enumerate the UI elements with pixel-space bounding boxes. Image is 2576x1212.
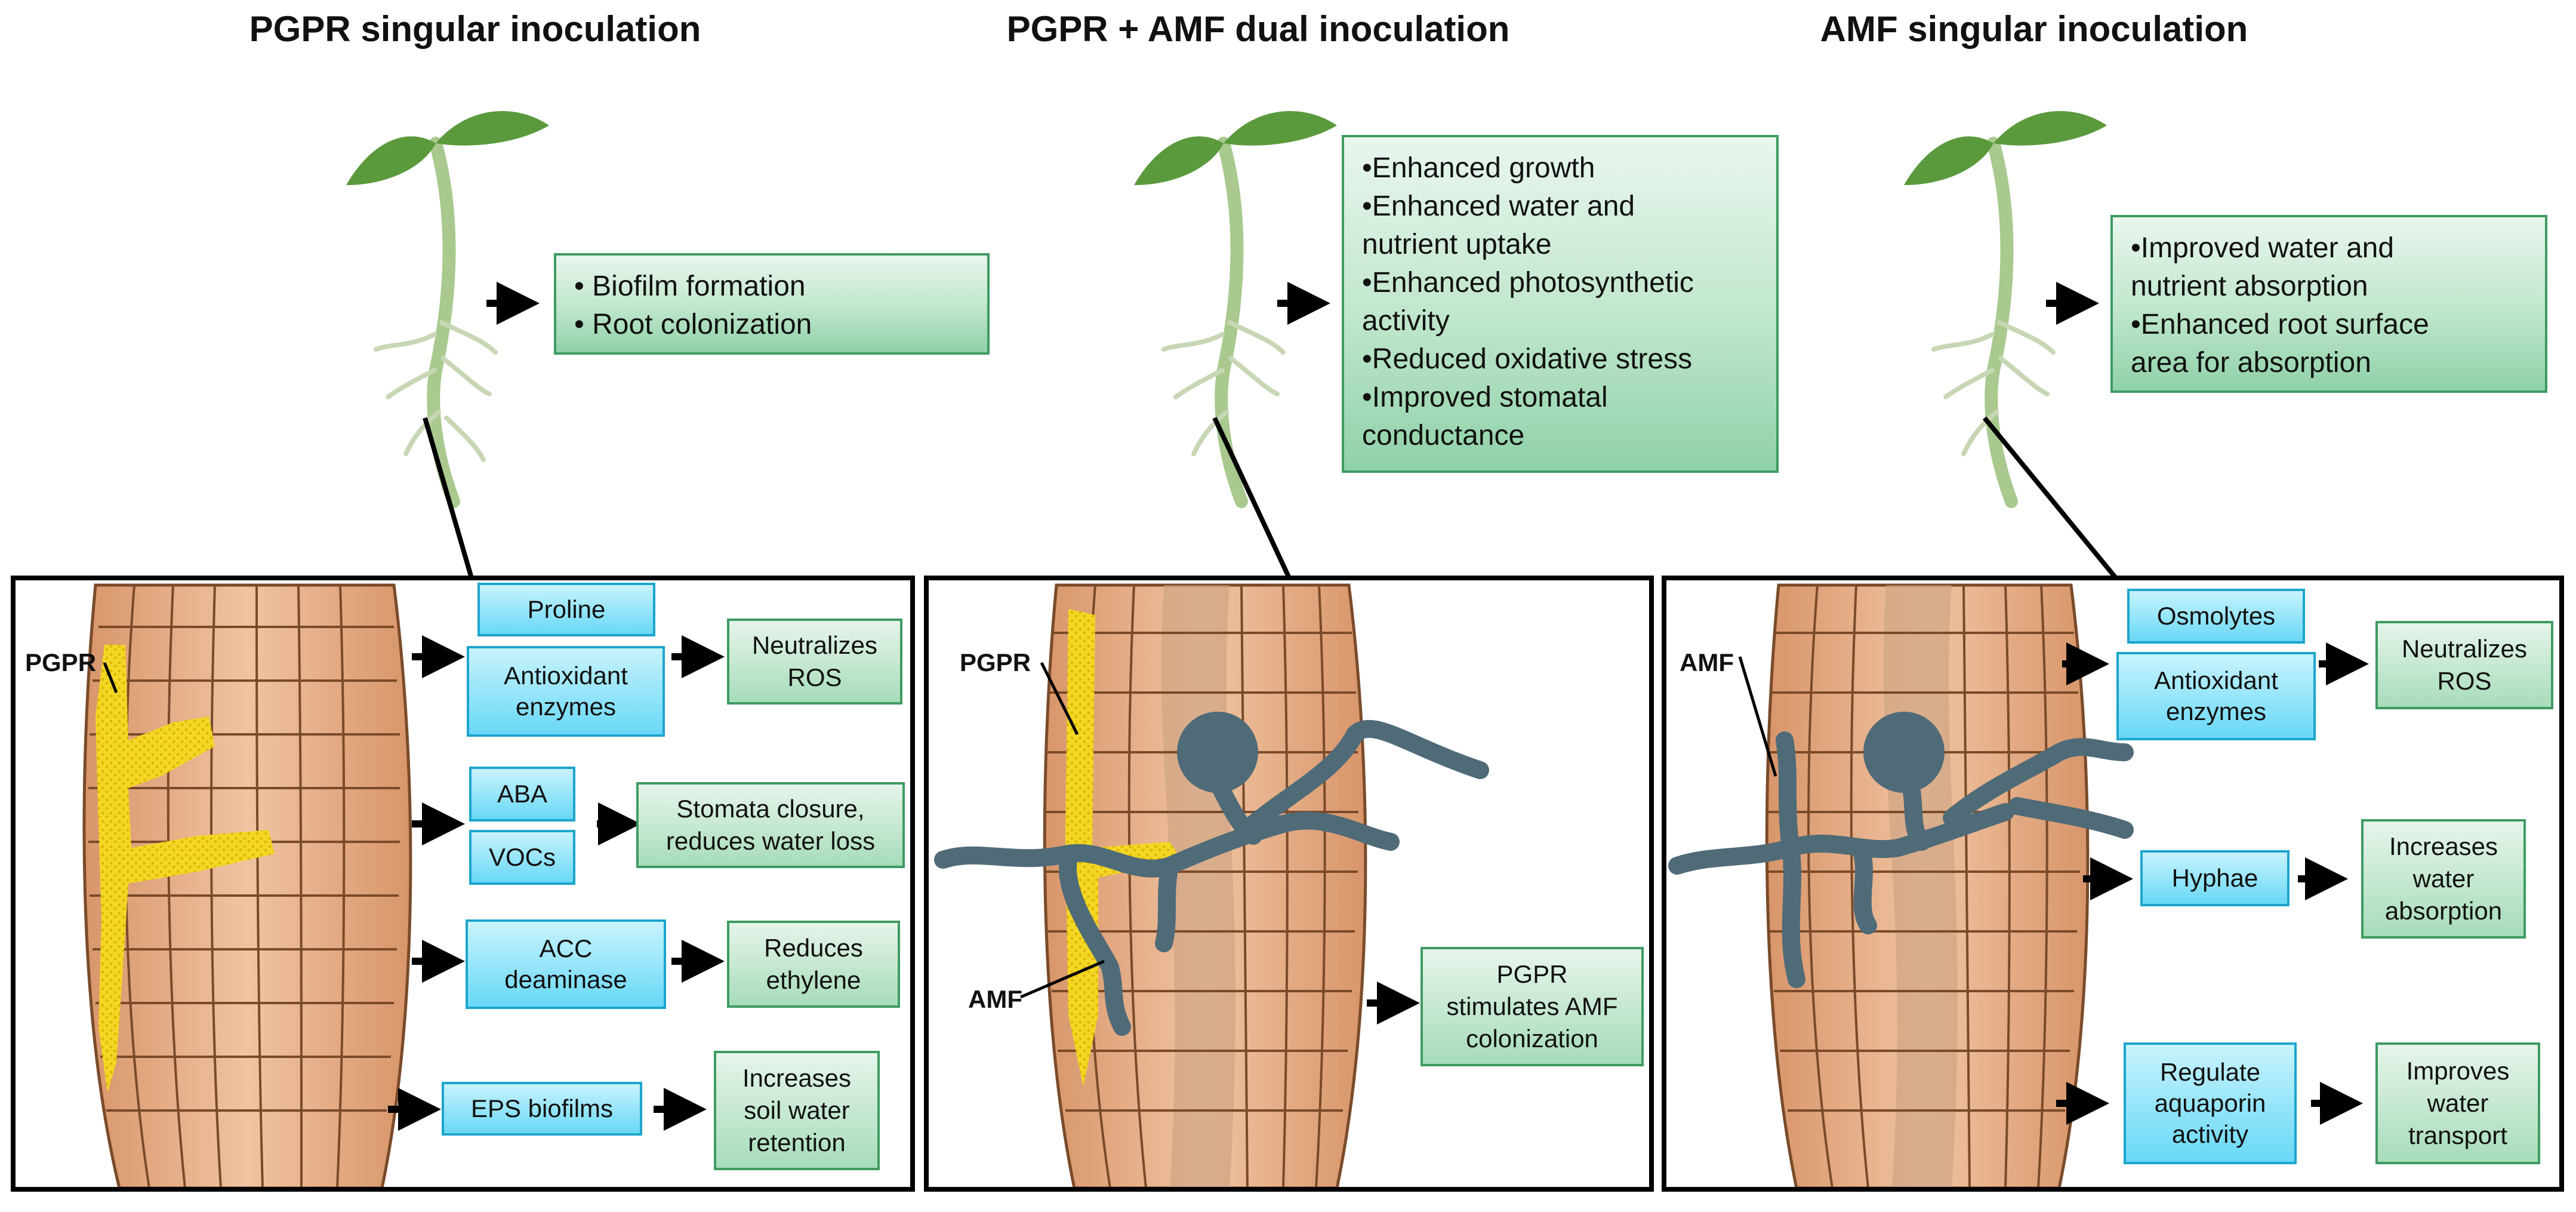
- box-text-line: Neutralizes: [2401, 635, 2528, 663]
- box-text-line: Neutralizes: [751, 631, 878, 659]
- effect-item: •Enhanced root surface: [2131, 309, 2429, 340]
- panel-amf: [1662, 576, 2564, 1192]
- box-text-line: Stomata closure,: [676, 795, 865, 823]
- box-text-line: Improves: [2406, 1057, 2510, 1085]
- box-text-line: stimulates AMF: [1446, 992, 1618, 1020]
- box-eps-biofilms: EPS biofilms: [442, 1082, 642, 1136]
- box-vocs: VOCs: [469, 830, 575, 885]
- box-text-line: water: [2412, 865, 2475, 893]
- box-osmolytes: Osmolytes: [2127, 589, 2305, 644]
- amf-vesicle-right: [1863, 712, 1945, 793]
- pgpr-colony-middle: [1065, 609, 1182, 1087]
- box-text-line: VOCs: [488, 843, 556, 871]
- effect-item: conductance: [1362, 420, 1525, 451]
- box-pgpr-stimulates-amf: PGPR stimulates AMF colonization: [1421, 947, 1644, 1066]
- title-dual-inoculation: PGPR + AMF dual inoculation: [1006, 9, 1510, 49]
- effect-item: •Improved stomatal: [1362, 382, 1608, 413]
- box-text-line: Increases: [2389, 832, 2498, 860]
- box-aba: ABA: [469, 767, 575, 822]
- box-text-line: ROS: [787, 663, 842, 691]
- box-text-line: retention: [748, 1128, 846, 1156]
- seedling-right: [1904, 111, 2107, 508]
- box-text-line: PGPR: [1496, 960, 1568, 988]
- label-amf-middle: AMF: [968, 985, 1022, 1013]
- box-text-line: Antioxidant: [504, 662, 628, 690]
- box-text-line: Hyphae: [2171, 864, 2258, 892]
- box-text-line: Regulate: [2159, 1058, 2261, 1086]
- box-text-line: water: [2427, 1089, 2489, 1117]
- box-regulate-aquaporin: Regulate aquaporin activity: [2124, 1042, 2297, 1164]
- box-hyphae: Hyphae: [2140, 850, 2290, 906]
- effect-item: nutrient absorption: [2131, 270, 2368, 302]
- seedling-middle: [1134, 111, 1337, 508]
- effect-item: • Root colonization: [574, 309, 812, 340]
- root-tissue-left: [82, 583, 412, 1190]
- effect-item: •Reduced oxidative stress: [1362, 343, 1693, 375]
- box-text-line: soil water: [744, 1096, 850, 1124]
- box-text-line: aquaporin: [2154, 1089, 2266, 1117]
- box-text-line: Osmolytes: [2156, 602, 2276, 630]
- label-pgpr-middle: PGPR: [960, 648, 1031, 676]
- effect-item: •Improved water and: [2131, 232, 2395, 264]
- title-pgpr-singular: PGPR singular inoculation: [249, 9, 701, 49]
- effect-item: •Enhanced photosynthetic: [1362, 267, 1694, 299]
- effect-item: area for absorption: [2131, 347, 2371, 379]
- pgpr-colony-left: [95, 645, 275, 1093]
- box-improves-water-transport: Improves water transport: [2375, 1042, 2540, 1164]
- box-text-line: transport: [2408, 1121, 2507, 1149]
- zoom-connector-lines: [423, 416, 2118, 580]
- box-text-line: activity: [2171, 1120, 2249, 1148]
- box-text-line: ACC: [539, 934, 593, 962]
- panel-dual: [924, 576, 1654, 1192]
- box-antioxidant-enzymes-right: Antioxidant enzymes: [2116, 652, 2316, 740]
- box-text-line: enzymes: [515, 693, 617, 721]
- amf-hyphae-right: [1668, 731, 2134, 988]
- box-soil-water-retention: Increases soil water retention: [714, 1051, 880, 1170]
- seedling-left: [346, 111, 549, 508]
- effect-item: •Enhanced water and: [1362, 190, 1635, 222]
- effect-item: nutrient uptake: [1362, 229, 1552, 260]
- box-neutralizes-ros-right: Neutralizes ROS: [2375, 621, 2553, 709]
- box-text-line: reduces water loss: [665, 827, 876, 855]
- effects-box-pgpr: • Biofilm formation • Root colonization: [554, 253, 990, 355]
- box-reduces-ethylene: Reduces ethylene: [727, 921, 900, 1008]
- panel-pgpr: [11, 576, 915, 1192]
- box-text-line: deaminase: [504, 965, 627, 993]
- box-text-line: Increases: [742, 1064, 852, 1092]
- box-text-line: ABA: [497, 780, 548, 808]
- box-proline-text: Proline: [527, 595, 606, 623]
- box-neutralizes-ros-left: Neutralizes ROS: [727, 619, 902, 705]
- box-stomata-closure: Stomata closure, reduces water loss: [636, 782, 905, 868]
- box-antioxidant-enzymes-left: Antioxidant enzymes: [467, 646, 665, 737]
- effect-item: •Enhanced growth: [1362, 152, 1595, 184]
- box-text-line: ethylene: [766, 966, 861, 994]
- label-pgpr-left: PGPR: [25, 648, 97, 676]
- box-text-line: Reduces: [764, 934, 863, 962]
- box-text-line: ROS: [2437, 667, 2492, 695]
- title-amf-singular: AMF singular inoculation: [1820, 9, 2248, 49]
- box-text-line: colonization: [1466, 1025, 1598, 1053]
- root-tissue-right: [1668, 583, 2134, 1190]
- amf-hyphae-middle: [934, 719, 1489, 1036]
- effect-item: • Biofilm formation: [574, 270, 806, 302]
- box-text-line: absorption: [2384, 897, 2503, 925]
- box-proline: Proline: [477, 583, 655, 636]
- box-increases-water-absorption: Increases water absorption: [2361, 819, 2526, 939]
- box-text-line: enzymes: [2165, 697, 2267, 725]
- root-tissue-middle: [934, 583, 1489, 1190]
- box-text-line: Antioxidant: [2154, 666, 2278, 694]
- label-amf-right: AMF: [1680, 648, 1734, 676]
- effects-box-amf: •Improved water and nutrient absorption …: [2110, 215, 2547, 393]
- box-acc-deaminase: ACC deaminase: [466, 919, 666, 1009]
- effect-item: activity: [1362, 305, 1450, 337]
- effects-box-dual: •Enhanced growth •Enhanced water and nut…: [1342, 135, 1779, 473]
- label-pointers: [103, 656, 1777, 999]
- box-text-line: EPS biofilms: [470, 1094, 614, 1122]
- amf-vesicle-middle: [1177, 712, 1258, 793]
- process-arrows: [388, 635, 2369, 1131]
